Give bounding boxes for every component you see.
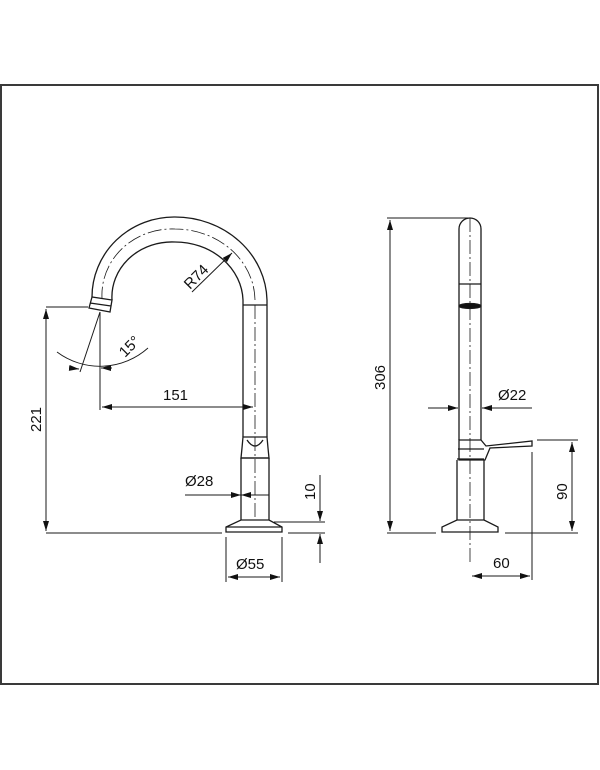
total-height-label: 306 [372, 365, 389, 390]
lever-height-label: 90 [554, 483, 571, 500]
drawing-frame [0, 84, 599, 685]
reach-label: 151 [163, 387, 188, 404]
spout-diameter-label: Ø22 [498, 387, 526, 404]
base-diameter-label: Ø55 [236, 556, 264, 573]
base-flange [225, 519, 283, 533]
aerator-ring [458, 302, 482, 310]
lever-handle [458, 439, 533, 461]
side-view [387, 217, 578, 580]
aerator-tip [88, 296, 113, 313]
height-label: 221 [28, 407, 45, 432]
front-view [43, 216, 325, 582]
spout-centerline [101, 228, 256, 301]
deck-thickness-label: 10 [302, 483, 319, 500]
side-base-flange [441, 519, 499, 533]
body-diameter-label: Ø28 [185, 473, 213, 490]
lever-length-label: 60 [493, 555, 510, 572]
spout-inner-edge [111, 241, 244, 305]
radius-label: R74 [181, 261, 212, 292]
spout-outer-edge [91, 216, 268, 305]
angle-label: 15° [116, 333, 144, 361]
